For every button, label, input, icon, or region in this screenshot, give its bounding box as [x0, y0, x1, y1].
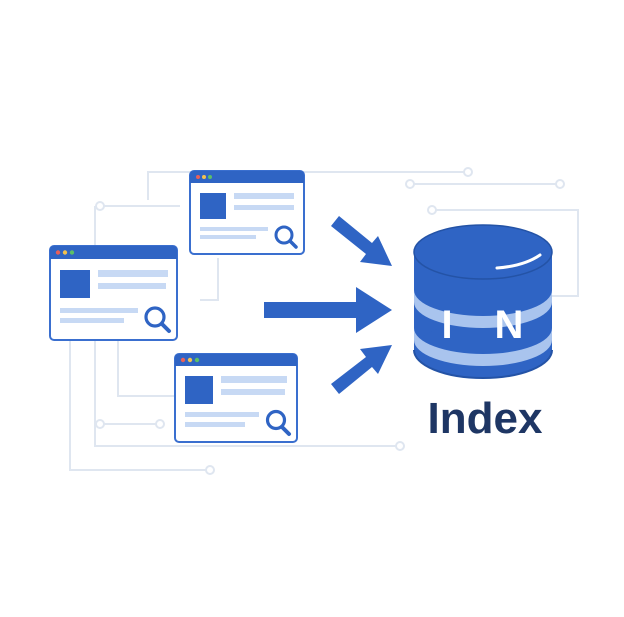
arrow-right-icon — [331, 345, 392, 394]
index-label: Index — [427, 394, 543, 443]
web-page-icon — [49, 245, 178, 341]
magnifying-glass-icon — [265, 409, 291, 436]
arrow-right-icon — [264, 287, 392, 333]
circuit-lines — [69, 171, 579, 471]
web-page-icon — [189, 170, 305, 255]
arrow-right-icon — [331, 216, 392, 266]
database-letter-i: I — [441, 303, 452, 347]
magnifying-glass-icon — [144, 306, 171, 333]
magnifying-glass-icon — [274, 225, 298, 249]
web-page-icon — [174, 353, 298, 443]
database-cylinder-icon: I N — [413, 224, 553, 379]
circuit-nodes — [95, 167, 565, 475]
database-letter-n: N — [495, 303, 524, 347]
